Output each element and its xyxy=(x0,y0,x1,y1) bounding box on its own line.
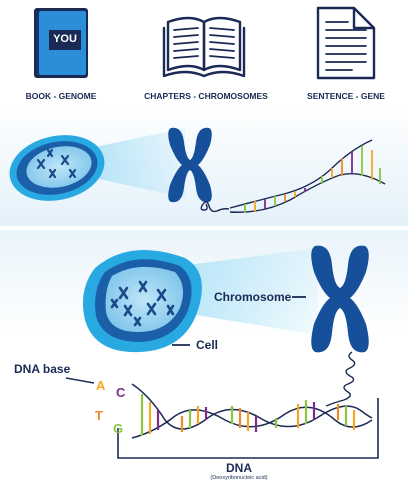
dna-base-pointer xyxy=(65,377,95,384)
bottom-dna-strand xyxy=(131,383,373,439)
base-c: C xyxy=(116,385,126,400)
book-cover-text: YOU xyxy=(53,33,77,45)
top-dna-strand xyxy=(200,139,386,213)
base-a: A xyxy=(96,378,106,393)
base-t: T xyxy=(95,408,103,423)
open-book-icon xyxy=(162,16,246,78)
sentence-gene-label: SENTENCE - GENE xyxy=(307,91,385,101)
top-cell xyxy=(9,135,105,201)
dna-label: DNA xyxy=(226,461,252,475)
dna-bracket xyxy=(117,398,379,459)
chromosome-label: Chromosome xyxy=(214,290,292,304)
panel-divider xyxy=(0,226,408,230)
chromosome-coil xyxy=(325,351,356,407)
dna-full-name: (Deoxyribonucleic acid) xyxy=(210,475,268,481)
top-zoom-beam xyxy=(62,128,185,198)
cell-label: Cell xyxy=(196,338,219,352)
chapters-chromosomes-label: CHAPTERS - CHROMOSOMES xyxy=(144,91,268,101)
book-icon xyxy=(34,8,88,78)
book-genome-label: BOOK - GENOME xyxy=(25,91,97,101)
base-g: G xyxy=(113,421,124,436)
bottom-chromosome xyxy=(311,245,369,353)
document-icon xyxy=(316,6,376,80)
top-chromosome xyxy=(168,127,212,203)
dna-base-label: DNA base xyxy=(14,362,71,376)
bottom-cell xyxy=(82,250,202,353)
